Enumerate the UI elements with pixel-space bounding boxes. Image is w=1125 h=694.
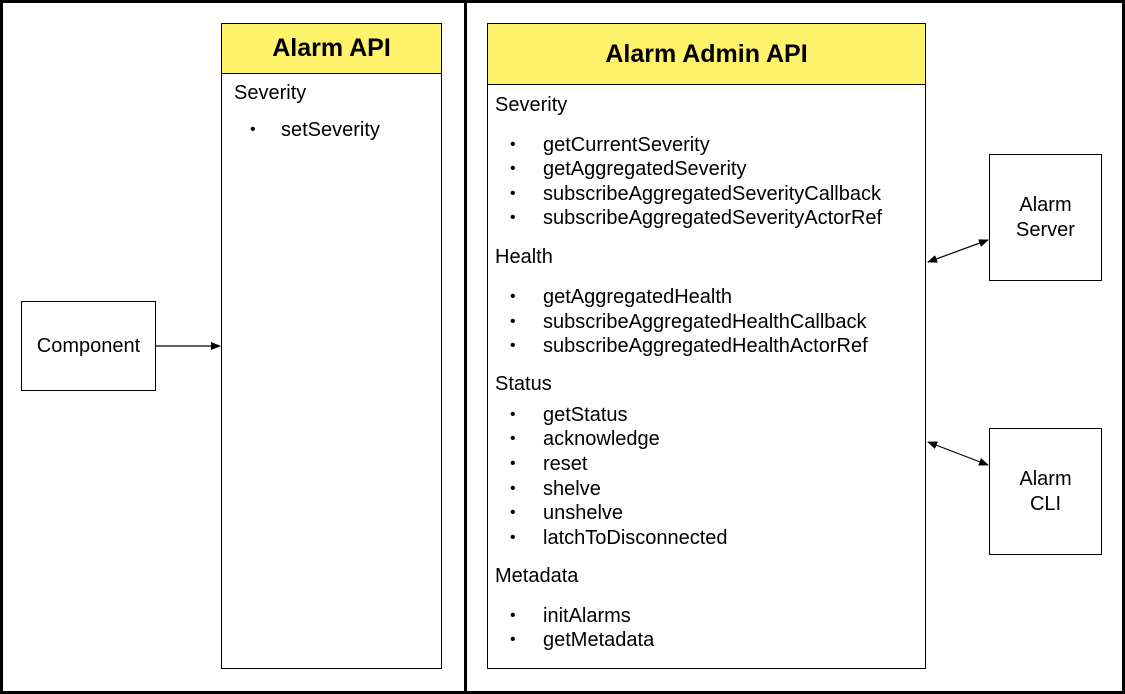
admin-item: getCurrentSeverity: [543, 134, 710, 156]
admin-section-heading-status: Status: [495, 373, 552, 395]
admin-item: subscribeAggregatedHealthActorRef: [543, 335, 868, 357]
admin-item: acknowledge: [543, 428, 660, 450]
admin-section-heading-metadata: Metadata: [495, 565, 579, 587]
admin-section-heading-health: Health: [495, 246, 553, 268]
bullet-icon: •: [510, 430, 516, 447]
admin-item: subscribeAggregatedSeverityActorRef: [543, 207, 883, 229]
bullet-icon: •: [510, 406, 516, 423]
bullet-icon: •: [510, 160, 516, 177]
alarm-cli-box: Alarm CLI: [989, 428, 1102, 555]
alarm-server-label: Alarm Server: [990, 155, 1101, 280]
bullet-icon: •: [250, 121, 256, 138]
alarm-api-item: setSeverity: [281, 119, 380, 141]
bullet-icon: •: [510, 136, 516, 153]
bullet-icon: •: [510, 480, 516, 497]
alarm-admin-api-title: Alarm Admin API: [488, 24, 925, 85]
admin-item: getMetadata: [543, 629, 655, 651]
alarm-cli-label: Alarm CLI: [990, 429, 1101, 554]
bullet-icon: •: [510, 209, 516, 226]
component-label: Component: [36, 334, 141, 357]
bullet-icon: •: [510, 455, 516, 472]
alarm-cli-label-line1: Alarm: [1019, 467, 1072, 490]
admin-item: unshelve: [543, 502, 624, 524]
bullet-icon: •: [510, 631, 516, 648]
bullet-icon: •: [510, 504, 516, 521]
bullet-icon: •: [510, 607, 516, 624]
admin-api-server-arrow: [927, 239, 989, 263]
bullet-icon: •: [510, 529, 516, 546]
admin-item: latchToDisconnected: [543, 527, 728, 549]
alarm-server-label-line1: Alarm: [1019, 193, 1072, 216]
admin-item: getStatus: [543, 404, 628, 426]
admin-item: subscribeAggregatedHealthCallback: [543, 311, 867, 333]
admin-item: subscribeAggregatedSeverityCallback: [543, 183, 881, 205]
alarm-server-label-line2: Server: [1016, 218, 1075, 241]
admin-item: reset: [543, 453, 588, 475]
admin-item: shelve: [543, 478, 601, 500]
alarm-admin-api-box: Alarm Admin API Severity • getCurrentSev…: [487, 23, 926, 669]
alarm-cli-label-line2: CLI: [1029, 492, 1062, 515]
alarm-server-box: Alarm Server: [989, 154, 1102, 281]
admin-section-heading-severity: Severity: [495, 94, 568, 116]
bullet-icon: •: [510, 288, 516, 305]
bullet-icon: •: [510, 313, 516, 330]
bullet-icon: •: [510, 337, 516, 354]
alarm-api-box: Alarm API Severity • setSeverity: [221, 23, 442, 669]
bullet-icon: •: [510, 185, 516, 202]
admin-item: initAlarms: [543, 605, 631, 627]
admin-api-cli-arrow: [927, 441, 989, 466]
component-box: Component: [21, 301, 156, 391]
admin-item: getAggregatedSeverity: [543, 158, 747, 180]
alarm-api-section-heading: Severity: [234, 82, 307, 104]
alarm-api-title: Alarm API: [222, 24, 441, 74]
admin-item: getAggregatedHealth: [543, 286, 733, 308]
